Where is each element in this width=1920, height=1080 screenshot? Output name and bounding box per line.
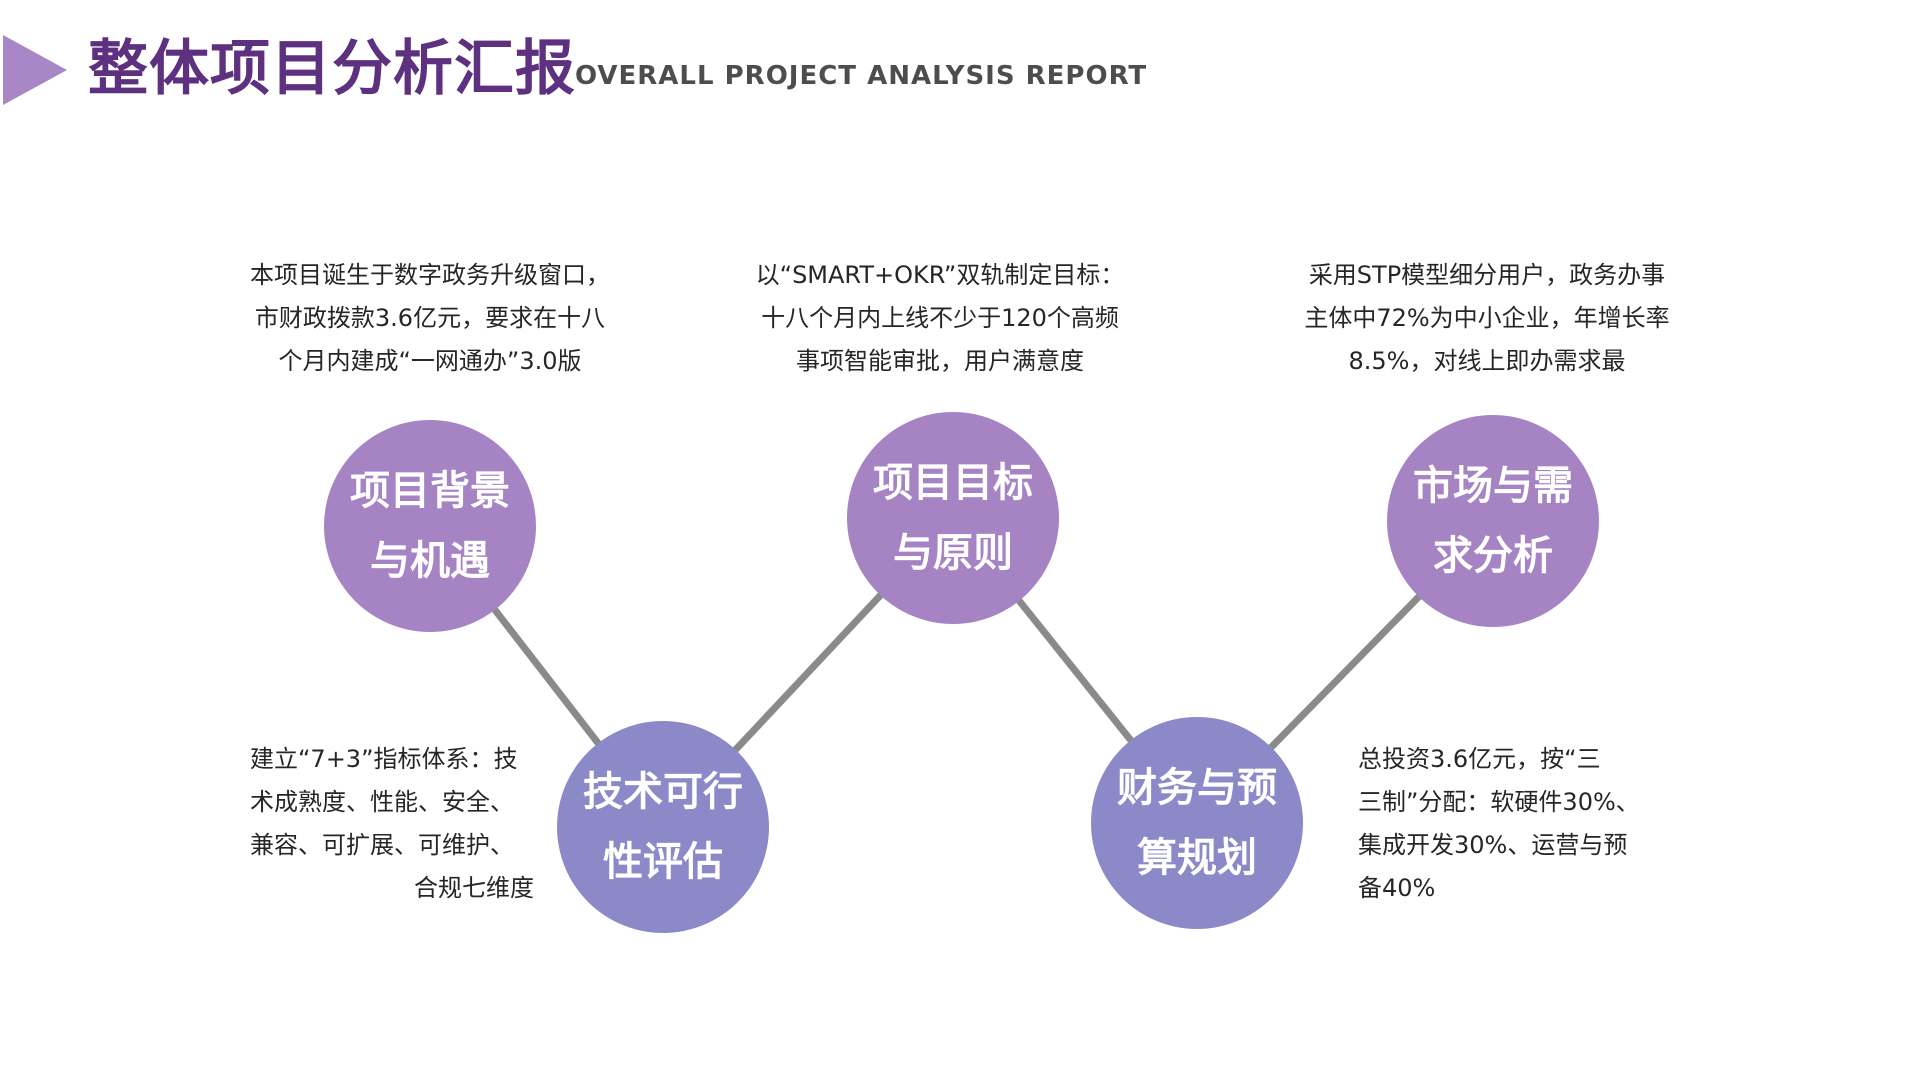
desc-line: 主体中72%为中小企业，年增长率 — [1304, 304, 1670, 332]
desc-line: 兼容、可扩展、可维护、 — [250, 831, 514, 859]
desc-line: 以“SMART+OKR”双轨制定目标： — [755, 261, 1125, 289]
desc-line: 术成熟度、性能、安全、 — [250, 788, 514, 816]
desc-line: 备40% — [1358, 874, 1436, 902]
desc-line: 个月内建成“一网通办”3.0版 — [278, 347, 582, 375]
page-title: 整体项目分析汇报 — [88, 34, 576, 104]
desc-line: 总投资3.6亿元，按“三 — [1358, 745, 1601, 773]
node-label: 与机遇 — [370, 538, 490, 584]
node-label: 市场与需 — [1413, 463, 1573, 509]
arrow-right-icon — [3, 35, 67, 105]
node-label: 与原则 — [893, 530, 1013, 576]
desc-finance-budget: 总投资3.6亿元，按“三 三制”分配：软硬件30%、 集成开发30%、运营与预 … — [1358, 738, 1644, 910]
desc-line: 本项目诞生于数字政务升级窗口， — [250, 261, 610, 289]
desc-line: 三制”分配：软硬件30%、 — [1358, 788, 1640, 816]
desc-project-goals: 以“SMART+OKR”双轨制定目标： 十八个月内上线不少于120个高频 事项智… — [750, 254, 1130, 383]
node-project-goals: 项目目标 与原则 — [847, 412, 1059, 624]
desc-line: 事项智能审批，用户满意度 — [796, 347, 1084, 375]
node-label: 项目背景 — [350, 468, 510, 514]
page-subtitle: OVERALL PROJECT ANALYSIS REPORT — [575, 61, 1148, 91]
node-label: 项目目标 — [873, 460, 1033, 506]
desc-line: 集成开发30%、运营与预 — [1358, 831, 1628, 859]
node-label: 性评估 — [603, 839, 723, 885]
node-label: 算规划 — [1137, 835, 1257, 881]
node-label: 技术可行 — [583, 769, 743, 815]
node-market-demand: 市场与需 求分析 — [1387, 415, 1599, 627]
desc-line: 采用STP模型细分用户，政务办事 — [1308, 261, 1666, 289]
desc-line: 8.5%，对线上即办需求最 — [1348, 347, 1626, 375]
desc-line: 合规七维度 — [414, 874, 534, 902]
desc-project-background: 本项目诞生于数字政务升级窗口， 市财政拨款3.6亿元，要求在十八 个月内建成“一… — [240, 254, 620, 383]
desc-line: 建立“7+3”指标体系：技 — [250, 745, 518, 773]
node-label: 财务与预 — [1117, 765, 1277, 811]
desc-line: 市财政拨款3.6亿元，要求在十八 — [254, 304, 606, 332]
node-label: 求分析 — [1433, 533, 1553, 579]
node-technical-feasibility: 技术可行 性评估 — [557, 721, 769, 933]
desc-line: 十八个月内上线不少于120个高频 — [761, 304, 1119, 332]
desc-technical-feasibility: 建立“7+3”指标体系：技 术成熟度、性能、安全、 兼容、可扩展、可维护、 合规… — [250, 738, 534, 910]
node-project-background: 项目背景 与机遇 — [324, 420, 536, 632]
node-finance-budget: 财务与预 算规划 — [1091, 717, 1303, 929]
desc-market-demand: 采用STP模型细分用户，政务办事 主体中72%为中小企业，年增长率 8.5%，对… — [1297, 254, 1677, 383]
